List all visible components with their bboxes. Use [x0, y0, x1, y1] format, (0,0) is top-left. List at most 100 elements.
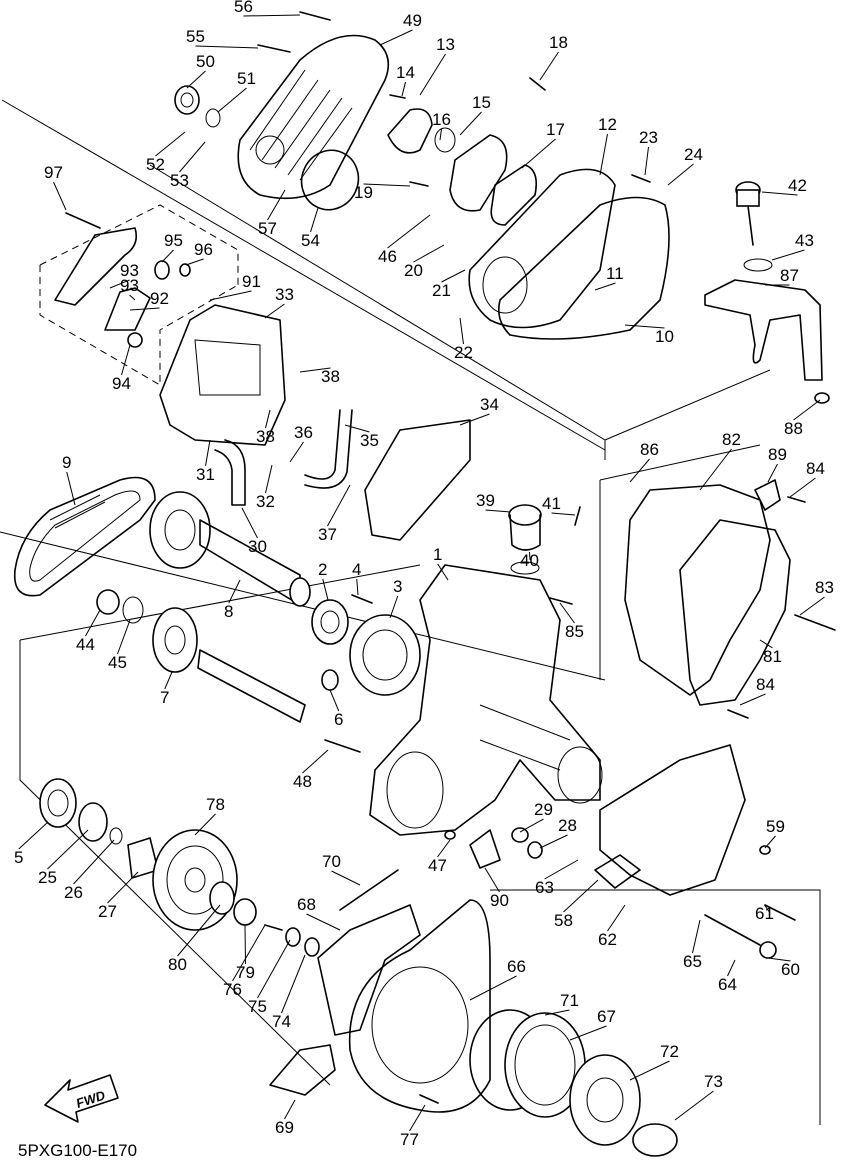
part-number-label: 34	[480, 395, 499, 414]
part-number-label: 29	[534, 800, 553, 819]
leader-line	[107, 871, 139, 904]
leader-line	[519, 818, 544, 833]
leader-line	[53, 181, 67, 211]
leader-line	[413, 244, 445, 263]
leader-line	[439, 128, 442, 141]
part-42-dipstick	[735, 181, 761, 246]
leader-line	[228, 579, 241, 604]
part-39-40-joint	[508, 504, 542, 575]
part-number-label: 45	[108, 653, 127, 672]
part-number-label: 20	[404, 261, 423, 280]
leader-line	[310, 207, 319, 233]
leader-line	[244, 924, 246, 965]
leader-line	[484, 867, 500, 893]
leader-line	[529, 551, 531, 561]
part-71-73-rings	[469, 1009, 678, 1157]
part-number-label: 67	[597, 1007, 616, 1026]
leader-line	[793, 399, 821, 421]
part-number-label: 53	[170, 171, 189, 190]
leader-line	[419, 53, 446, 96]
part-number-label: 84	[806, 459, 825, 478]
part-number-label: 15	[472, 93, 491, 112]
part-number-label: 13	[436, 35, 455, 54]
part-number-label: 25	[38, 868, 57, 887]
part-number-label: 26	[64, 883, 83, 902]
part-number-label: 22	[454, 343, 473, 362]
group-frame-lines	[0, 99, 821, 1125]
part-number-label: 76	[223, 980, 242, 999]
part-number-label: 18	[549, 33, 568, 52]
leader-line	[257, 939, 291, 999]
part-number-label: 19	[354, 183, 373, 202]
leader-line	[767, 957, 791, 962]
part-number-label: 92	[150, 289, 169, 308]
part-number-label: 83	[815, 578, 834, 597]
diagram-code: 5PXG100-E170	[18, 1141, 137, 1160]
part-number-label: 82	[722, 430, 741, 449]
leader-line	[205, 439, 211, 467]
part-number-label: 94	[112, 374, 131, 393]
part-number-label: 78	[206, 795, 225, 814]
leader-line	[47, 829, 89, 870]
leader-line	[727, 959, 736, 977]
leader-line	[121, 344, 131, 376]
leader-line	[485, 509, 511, 513]
part-number-label: 57	[258, 219, 277, 238]
part-number-label: 88	[784, 419, 803, 438]
leader-line	[459, 317, 464, 345]
part-number-label: 81	[763, 647, 782, 666]
part-number-label: 28	[558, 816, 577, 835]
part-1-main-case	[369, 564, 603, 836]
part-7-gear-shaft	[152, 607, 306, 723]
part-number-label: 38	[256, 427, 275, 446]
part-91-97-assembly	[54, 227, 191, 348]
part-number-label: 56	[234, 0, 253, 16]
leader-line	[85, 609, 101, 637]
part-number-label: 42	[788, 176, 807, 195]
leader-line	[281, 954, 306, 1014]
part-number-label: 11	[606, 264, 624, 283]
part-number-label: 68	[297, 895, 316, 914]
part-43-oring	[743, 258, 773, 272]
leader-line	[129, 307, 160, 311]
part-number-label: 37	[318, 525, 337, 544]
part-number-label: 86	[640, 440, 659, 459]
part-number-label: 90	[490, 891, 509, 910]
part-5-27-bearings	[39, 778, 159, 880]
part-number-label: 91	[242, 272, 261, 291]
part-78-pulley	[152, 829, 257, 931]
leader-line	[264, 303, 285, 319]
part-number-label: 38	[321, 367, 340, 386]
part-number-label: 35	[360, 431, 379, 450]
part-54-oring	[300, 149, 360, 211]
part-number-label: 39	[476, 491, 495, 510]
leader-line	[401, 81, 406, 97]
part-number-label: 96	[194, 240, 213, 259]
part-number-label: 5	[14, 848, 23, 867]
leader-line	[66, 471, 76, 506]
part-number-label: 48	[293, 772, 312, 791]
leader-line	[185, 258, 204, 266]
part-number-label: 12	[598, 115, 617, 134]
leader-line	[437, 563, 449, 581]
part-number-label: 74	[272, 1012, 291, 1031]
leader-line	[389, 595, 399, 619]
leader-line	[209, 290, 252, 301]
part-12-case	[468, 168, 670, 340]
part-number-label: 32	[256, 492, 275, 511]
leader-line	[629, 1060, 670, 1081]
part-number-label: 24	[684, 145, 703, 164]
part-number-label: 10	[655, 327, 674, 346]
part-number-label: 63	[535, 878, 554, 897]
part-33-case	[159, 304, 286, 446]
part-number-label: 61	[755, 904, 774, 923]
part-68-duct	[317, 904, 421, 1036]
leader-line	[155, 131, 186, 157]
part-30-35-pipes	[214, 409, 353, 506]
leader-line	[241, 507, 258, 539]
part-74-76-hardware	[264, 924, 320, 957]
leader-line	[629, 458, 650, 483]
part-number-label: 44	[76, 635, 95, 654]
leader-line	[331, 870, 361, 886]
leader-line	[569, 1025, 607, 1041]
